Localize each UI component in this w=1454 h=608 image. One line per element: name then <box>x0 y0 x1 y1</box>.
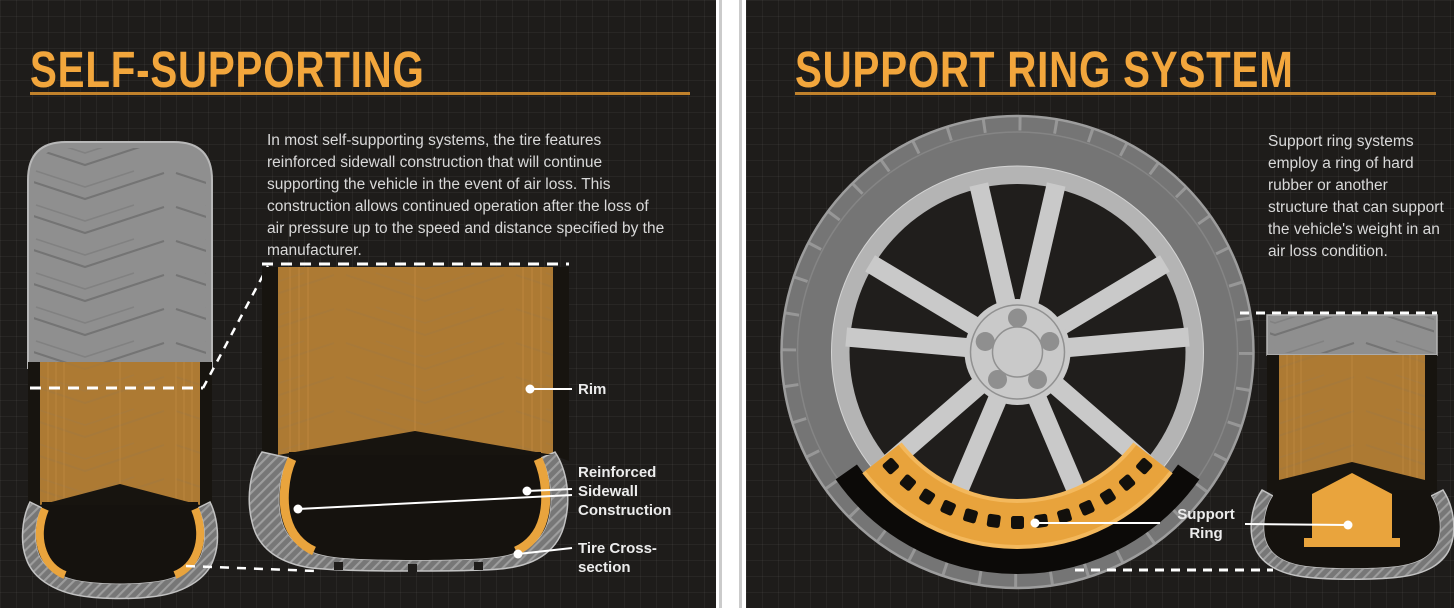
self-supporting-description: In most self-supporting systems, the tir… <box>267 132 665 259</box>
support-ring-diagram <box>780 114 1454 590</box>
lug-holes <box>975 308 1060 389</box>
tire-front-view <box>21 141 219 600</box>
support-ring-arc <box>862 442 1173 549</box>
tire-cross-section-small <box>1250 314 1454 580</box>
page-title-self-supporting: SELF-SUPPORTING <box>30 41 425 98</box>
title-underline <box>795 92 1436 95</box>
panel-divider-left-line <box>719 0 722 608</box>
support-ring-pedestal <box>1304 473 1400 547</box>
tire-cross-section-enlarged <box>248 267 569 572</box>
panel-divider-right-line <box>739 0 742 608</box>
tire-cross-section-label: Tire Cross- section <box>578 540 657 576</box>
self-supporting-panel: SELF-SUPPORTING In most self-supporting … <box>0 0 716 608</box>
callout-lines <box>297 388 573 555</box>
tread-notches <box>781 115 1254 589</box>
support-ring-description: Support ring systems employ a ring of ha… <box>1268 133 1444 260</box>
page-title-support-ring: SUPPORT RING SYSTEM <box>795 41 1294 98</box>
support-ring-holes <box>882 457 1153 529</box>
callout-dots <box>1030 518 1353 530</box>
cutaway-dashed-lines <box>30 262 569 573</box>
rim-label: Rim <box>578 381 607 398</box>
callout-lines <box>1035 522 1349 526</box>
support-ring-label: Support Ring <box>1177 506 1235 542</box>
title-underline <box>30 92 690 95</box>
wheel-front-view <box>780 114 1255 590</box>
callout-dots <box>293 384 535 559</box>
cutaway-dashed-lines <box>1075 311 1437 572</box>
wheel-hub <box>964 299 1071 405</box>
support-ring-panel: SUPPORT RING SYSTEM Support ring systems… <box>746 0 1454 608</box>
self-supporting-diagram <box>21 141 573 600</box>
reinforced-sidewall-label: Reinforced Sidewall Construction <box>578 464 672 519</box>
